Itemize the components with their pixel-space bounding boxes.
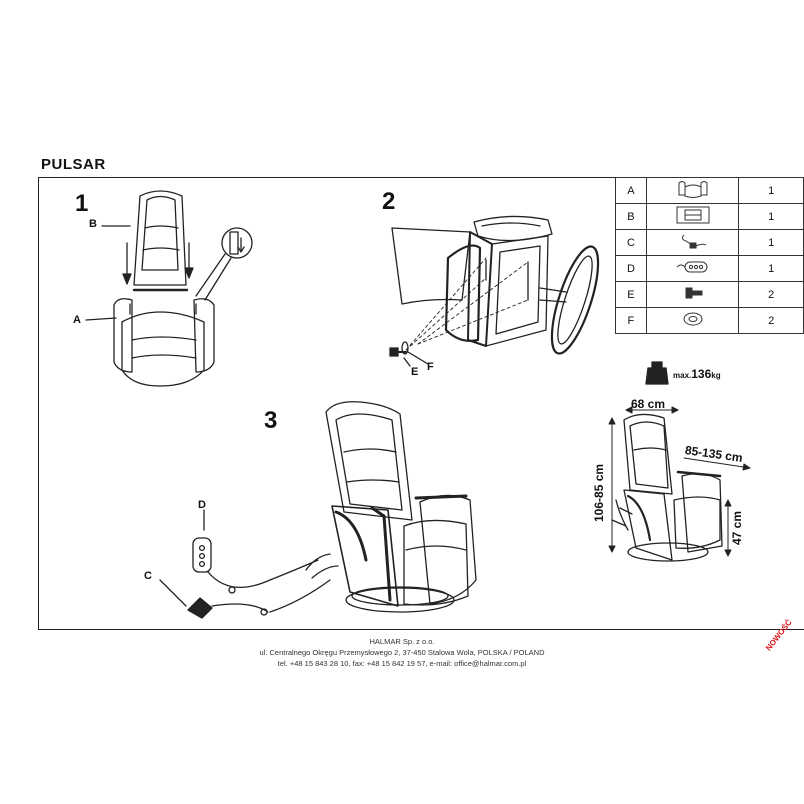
step-number-3: 3 xyxy=(264,407,278,434)
instruction-frame xyxy=(38,177,804,630)
part-letter: F xyxy=(615,307,647,334)
company-footer: HALMAR Sp. z o.o. ul. Centralnego Okręgu… xyxy=(0,636,804,669)
part-image xyxy=(645,177,740,204)
part-image xyxy=(645,307,740,334)
part-quantity: 1 xyxy=(738,203,804,230)
step2-assembly-lines xyxy=(405,257,529,351)
part-quantity: 1 xyxy=(738,229,804,256)
washer-icon xyxy=(678,312,708,332)
part-letter: D xyxy=(615,255,647,282)
step1-detail-circle xyxy=(195,227,253,301)
step2-swivel-base xyxy=(539,245,600,355)
part-letter: C xyxy=(615,229,647,256)
part-letter: E xyxy=(615,281,647,308)
dimension-seat-height: 47 cm xyxy=(730,510,744,545)
step2-chair-drawing xyxy=(391,215,553,347)
part-letter: B xyxy=(615,203,647,230)
weight-prefix: max. xyxy=(673,371,692,380)
footer-address: ul. Centralnego Okręgu Przemysłowego 2, … xyxy=(259,648,545,657)
backrest-icon xyxy=(673,206,713,228)
weight-icon xyxy=(645,361,669,385)
dimension-chair-drawing xyxy=(611,413,723,562)
step-number-1: 1 xyxy=(75,190,89,217)
label-c: C xyxy=(144,570,152,582)
document-title: PULSAR xyxy=(41,156,106,173)
step1-backrest-drawing xyxy=(101,190,189,292)
bolt-icon xyxy=(678,287,708,306)
weight-value: 136 xyxy=(691,367,712,381)
step-number-2: 2 xyxy=(382,188,396,215)
part-quantity: 1 xyxy=(738,177,804,204)
part-image xyxy=(645,203,740,230)
step1-base-drawing xyxy=(85,298,215,387)
dimension-height: 106-85 cm xyxy=(592,463,606,522)
armchair-base-icon xyxy=(676,181,710,202)
dimension-width: 68 cm xyxy=(631,397,666,411)
part-quantity: 2 xyxy=(738,307,804,334)
label-d: D xyxy=(198,499,206,511)
step1-down-arrows xyxy=(122,242,194,285)
footer-contact: tel. +48 15 843 28 10, fax: +48 15 842 1… xyxy=(277,659,527,668)
part-quantity: 2 xyxy=(738,281,804,308)
part-image xyxy=(645,281,740,308)
footer-company: HALMAR Sp. z o.o. xyxy=(369,637,435,646)
step2-bolt-washer xyxy=(389,341,429,367)
part-image xyxy=(645,229,740,256)
label-f: F xyxy=(427,361,434,373)
step3-accessories xyxy=(159,509,339,619)
part-quantity: 1 xyxy=(738,255,804,282)
label-e: E xyxy=(411,366,419,378)
remote-control-icon xyxy=(673,261,713,280)
label-b: B xyxy=(89,218,97,230)
label-a: A xyxy=(73,314,81,326)
power-adapter-icon xyxy=(676,234,710,254)
step3-chair-drawing xyxy=(325,401,477,613)
dimension-lines xyxy=(608,406,751,557)
weight-unit: kg xyxy=(711,371,721,380)
part-image xyxy=(645,255,740,282)
weight-capacity: max.136kg xyxy=(673,367,721,381)
part-letter: A xyxy=(615,177,647,204)
